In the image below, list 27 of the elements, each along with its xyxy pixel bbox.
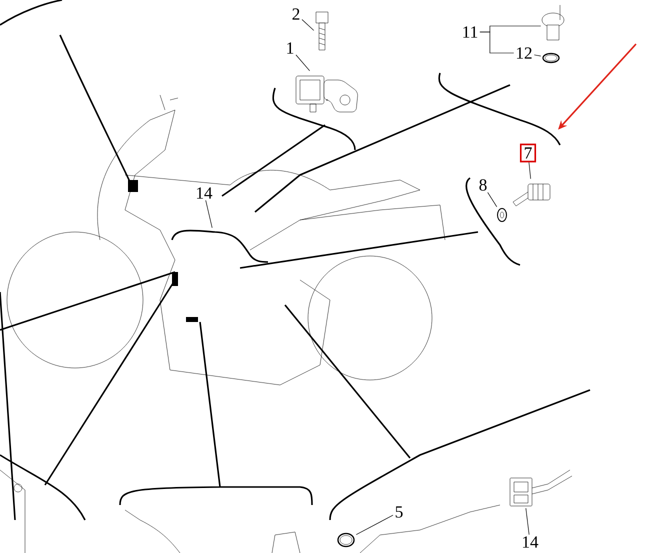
leader-line: [296, 54, 310, 72]
connector-drawing: [510, 470, 572, 506]
leader-line: [487, 192, 498, 208]
callout-number: 5: [396, 506, 403, 518]
o-ring-drawing: [337, 532, 355, 548]
leader-line: [302, 19, 314, 31]
leader-line: [480, 32, 514, 54]
leader-line: [356, 514, 394, 535]
sensor-drawing: [296, 76, 358, 112]
callout-number: 11: [463, 26, 478, 38]
leader-line: [528, 162, 531, 180]
callout-number: 8: [479, 179, 487, 191]
sensor-drawing: [512, 184, 550, 206]
highlighted-callout-number: 7: [520, 144, 536, 162]
leader-line: [205, 200, 212, 228]
screw-drawing: [316, 12, 328, 50]
callout-number: 12: [517, 47, 532, 59]
callout-number: 14: [197, 187, 212, 199]
callout-number: 1: [287, 42, 294, 54]
leader-line: [526, 508, 530, 535]
callout-number: 14: [523, 536, 538, 548]
sensor-drawing: [542, 4, 564, 40]
callout-number: 2: [292, 8, 300, 20]
wire-harness-drawing: [171, 230, 268, 263]
o-ring-drawing: [542, 52, 560, 64]
leader-line: [534, 54, 542, 56]
washer-drawing: [497, 208, 507, 222]
